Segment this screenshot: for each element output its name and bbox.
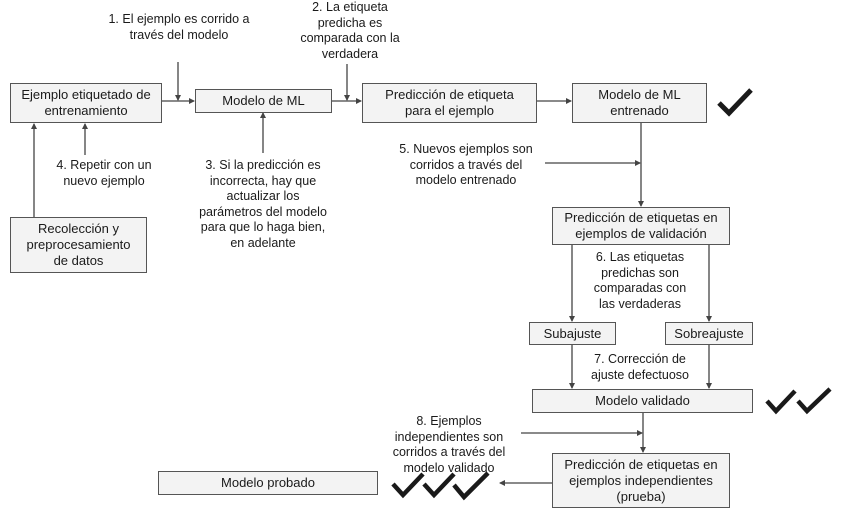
node-data-collection-label: Recolección y preprocesamiento de datos [26, 221, 131, 268]
node-label-prediction: Predicción de etiqueta para el ejemplo [362, 83, 537, 123]
node-training-example: Ejemplo etiquetado de entrenamiento [10, 83, 162, 123]
node-validated-model-label: Modelo validado [595, 393, 690, 408]
node-validated-model: Modelo validado [532, 389, 753, 413]
step-1-label: 1. El ejemplo es corrido a través del mo… [108, 12, 250, 42]
step-7-label: 7. Corrección de ajuste defectuoso [591, 352, 689, 382]
node-underfitting-label: Subajuste [543, 325, 602, 341]
node-tested-model: Modelo probado [158, 471, 378, 495]
step-3-label: 3. Si la predicción es incorrecta, hay q… [199, 158, 327, 250]
step-4-label: 4. Repetir con un nuevo ejemplo [56, 158, 152, 188]
node-label-prediction-label: Predicción de etiqueta para el ejemplo [385, 87, 514, 118]
node-validation-prediction: Predicción de etiquetas en ejemplos de v… [552, 207, 730, 245]
node-trained-model-label: Modelo de ML entrenado [598, 87, 681, 118]
node-ml-model: Modelo de ML [195, 89, 332, 113]
node-data-collection: Recolección y preprocesamiento de datos [10, 217, 147, 273]
node-trained-model: Modelo de ML entrenado [572, 83, 707, 123]
step-6-label: 6. Las etiquetas predichas son comparada… [593, 250, 687, 311]
node-test-prediction: Predicción de etiquetas en ejemplos inde… [552, 453, 730, 508]
check-icon [391, 472, 425, 499]
check-icons-tested [391, 471, 490, 501]
node-training-example-label: Ejemplo etiquetado de entrenamiento [21, 87, 151, 118]
node-tested-model-label: Modelo probado [221, 475, 315, 490]
node-ml-model-label: Modelo de ML [222, 93, 305, 108]
check-icon [452, 471, 490, 501]
step-8-label: 8. Ejemplos independientes son corridos … [392, 414, 506, 475]
check-icon [765, 389, 797, 415]
check-icon [422, 472, 456, 499]
node-overfitting: Sobreajuste [665, 322, 753, 345]
check-icons-validated [765, 387, 832, 415]
node-test-prediction-label: Predicción de etiquetas en ejemplos inde… [564, 456, 718, 504]
check-icon-trained [717, 88, 753, 117]
check-icon [796, 387, 832, 415]
node-overfitting-label: Sobreajuste [674, 325, 744, 341]
node-underfitting: Subajuste [529, 322, 616, 345]
step-2-label: 2. La etiqueta predicha es comparada con… [300, 0, 400, 61]
check-icon [717, 88, 753, 117]
node-validation-prediction-label: Predicción de etiquetas en ejemplos de v… [564, 210, 718, 241]
step-5-label: 5. Nuevos ejemplos son corridos a través… [399, 142, 533, 187]
